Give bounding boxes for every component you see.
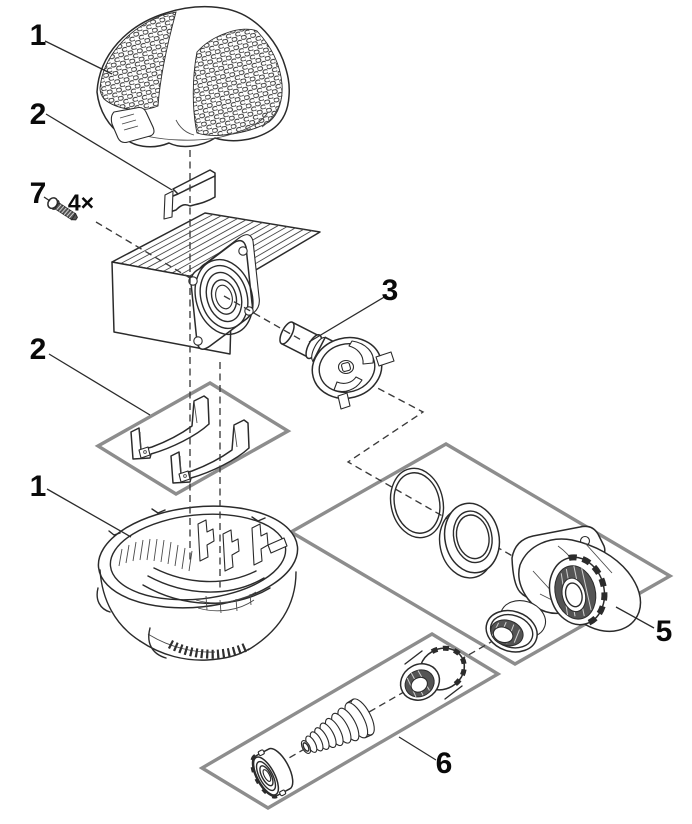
part-label-6: 6 <box>435 747 453 780</box>
bracket-rail <box>130 395 210 460</box>
part-label-1-top: 1 <box>29 19 47 52</box>
cover-clip-tab <box>110 106 155 144</box>
interior-fins <box>118 538 193 572</box>
leader-2-top <box>45 113 173 191</box>
assembly-axis-seals <box>346 382 538 571</box>
leader-7 <box>43 196 51 202</box>
impeller-blade <box>348 340 374 365</box>
bearing-face-rings <box>194 258 254 336</box>
union-nut <box>250 747 294 799</box>
assembly-axes-vertical <box>95 150 304 592</box>
interior-channel <box>142 567 271 605</box>
perforated-panel-front <box>192 28 283 136</box>
strainer-housing-bottom <box>96 505 299 661</box>
leader-1-top <box>44 40 113 75</box>
part-label-2-top: 2 <box>29 98 47 131</box>
part-label-1-bottom: 1 <box>29 470 47 503</box>
impeller-tab <box>375 351 395 367</box>
seal-ring-thin <box>389 467 445 539</box>
part-label-3: 3 <box>381 274 399 307</box>
flange-screw-boss <box>193 336 203 346</box>
interior-post <box>222 529 240 572</box>
quantity-label-4x: 4× <box>67 189 95 216</box>
flange-screw-boss <box>188 276 198 286</box>
part-label-5: 5 <box>655 615 673 648</box>
stepped-hose-tail <box>300 698 375 754</box>
part-label-7: 7 <box>29 177 47 210</box>
frame-part-6 <box>198 632 502 810</box>
axis-impeller <box>223 295 304 342</box>
outlet-port-lower <box>485 600 547 653</box>
flange-screw-boss <box>238 246 248 256</box>
leader-2-bottom <box>48 353 151 416</box>
support-brackets <box>130 395 250 484</box>
threaded-adapter <box>399 645 467 701</box>
strainer-cover-top <box>96 5 290 148</box>
leader-lines <box>43 40 655 761</box>
leader-3 <box>308 295 387 343</box>
bracket-rail <box>170 419 250 484</box>
vent-ridges <box>167 639 248 659</box>
outlet-volute-housing <box>485 525 642 653</box>
impeller-blade <box>333 376 363 393</box>
outlet-port-right <box>548 554 608 627</box>
motor-block <box>111 212 321 355</box>
leader-5 <box>615 606 655 629</box>
part-label-2-bottom: 2 <box>29 333 47 366</box>
perforated-panel-left <box>99 11 177 111</box>
interior-post <box>197 519 215 562</box>
frame-part-2 <box>94 381 292 496</box>
screw <box>47 197 78 221</box>
impeller-tab <box>337 392 351 410</box>
hose-adapter-kit <box>250 645 467 799</box>
clamp-bar <box>163 169 216 220</box>
impeller-rotor <box>279 321 395 410</box>
axis-screw <box>95 221 191 279</box>
rim-notches <box>108 508 266 536</box>
leader-1-bottom <box>46 488 132 538</box>
seal-ring-thick <box>438 502 501 579</box>
leader-6 <box>398 736 437 761</box>
